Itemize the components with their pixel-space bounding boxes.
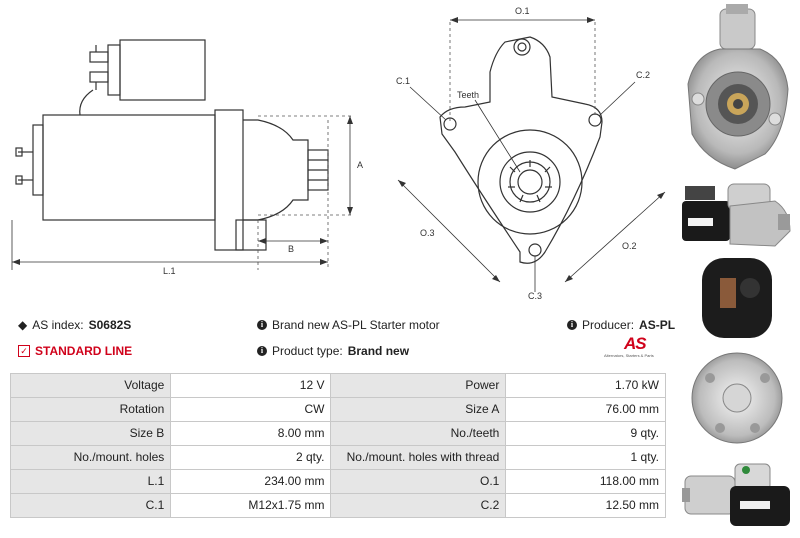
dimension-b-label: B <box>288 244 295 254</box>
spec-value: CW <box>170 397 332 422</box>
spec-value: 1 qty. <box>505 445 666 470</box>
starter-rear-photo <box>691 258 783 444</box>
info-icon: i <box>567 320 577 330</box>
spec-label: Rotation <box>9 397 172 422</box>
spec-label: Size A <box>330 397 507 422</box>
standard-line-label: STANDARD LINE <box>35 344 133 358</box>
dimension-c1-label: C.1 <box>396 76 411 86</box>
spec-value: 118.00 mm <box>505 469 666 494</box>
logo-tagline: Alternators, Starters & Parts <box>604 353 654 358</box>
starter-front-photo <box>687 4 789 170</box>
dimension-o2-label: O.2 <box>622 241 637 251</box>
producer-value: AS-PL <box>639 318 676 332</box>
spec-label: Power <box>330 373 507 398</box>
spec-label: No./mount. holes with thread <box>330 445 507 470</box>
producer: i Producer: AS-PL <box>567 318 675 332</box>
teeth-label: Teeth <box>457 90 480 100</box>
product-type: i Product type: Brand new <box>257 344 409 358</box>
dimension-a-label: A <box>357 160 364 170</box>
as-index-label: AS index: <box>32 318 84 332</box>
dimension-c3-label: C.3 <box>528 291 543 301</box>
spec-value: 12 V <box>170 373 332 398</box>
dimension-c2-label: C.2 <box>636 70 651 80</box>
product-type-label: Product type: <box>272 344 343 358</box>
spec-label: O.1 <box>330 469 507 494</box>
spec-label: C.2 <box>330 493 507 518</box>
starter-side-photo <box>682 183 791 247</box>
spec-value: 1.70 kW <box>505 373 666 398</box>
product-type-value: Brand new <box>347 344 410 358</box>
dimension-l1-label: L.1 <box>163 266 176 276</box>
spec-label: Voltage <box>9 373 172 398</box>
spec-label: C.1 <box>9 493 172 518</box>
description-text: Brand new AS-PL Starter motor <box>272 318 440 332</box>
spec-value: M12x1.75 mm <box>170 493 332 518</box>
spec-label: No./mount. holes <box>9 445 172 470</box>
spec-value: 234.00 mm <box>170 469 332 494</box>
as-index: ◆ AS index: S0682S <box>18 318 131 332</box>
spec-label: No./teeth <box>330 421 507 446</box>
dimension-o3-label: O.3 <box>420 228 435 238</box>
spec-value: 2 qty. <box>170 445 332 470</box>
info-icon: i <box>257 346 267 356</box>
front-view-drawing <box>397 17 666 292</box>
info-icon: i <box>257 320 267 330</box>
spec-value: 12.50 mm <box>505 493 666 518</box>
spec-value: 76.00 mm <box>505 397 666 422</box>
as-pl-logo: AS Alternators, Starters & Parts <box>604 334 654 358</box>
check-square-icon: ✓ <box>18 345 30 357</box>
spec-label: Size B <box>9 421 172 446</box>
spec-value: 9 qty. <box>505 421 666 446</box>
as-index-value: S0682S <box>88 318 132 332</box>
tag-icon: ◆ <box>18 318 28 332</box>
spec-label: L.1 <box>9 469 172 494</box>
standard-line: ✓ STANDARD LINE <box>18 344 132 358</box>
side-view-drawing <box>11 39 353 270</box>
producer-label: Producer: <box>582 318 635 332</box>
starter-top-photo <box>682 463 790 526</box>
spec-value: 8.00 mm <box>170 421 332 446</box>
description: i Brand new AS-PL Starter motor <box>257 318 440 332</box>
dimension-o1-label: O.1 <box>515 6 530 16</box>
